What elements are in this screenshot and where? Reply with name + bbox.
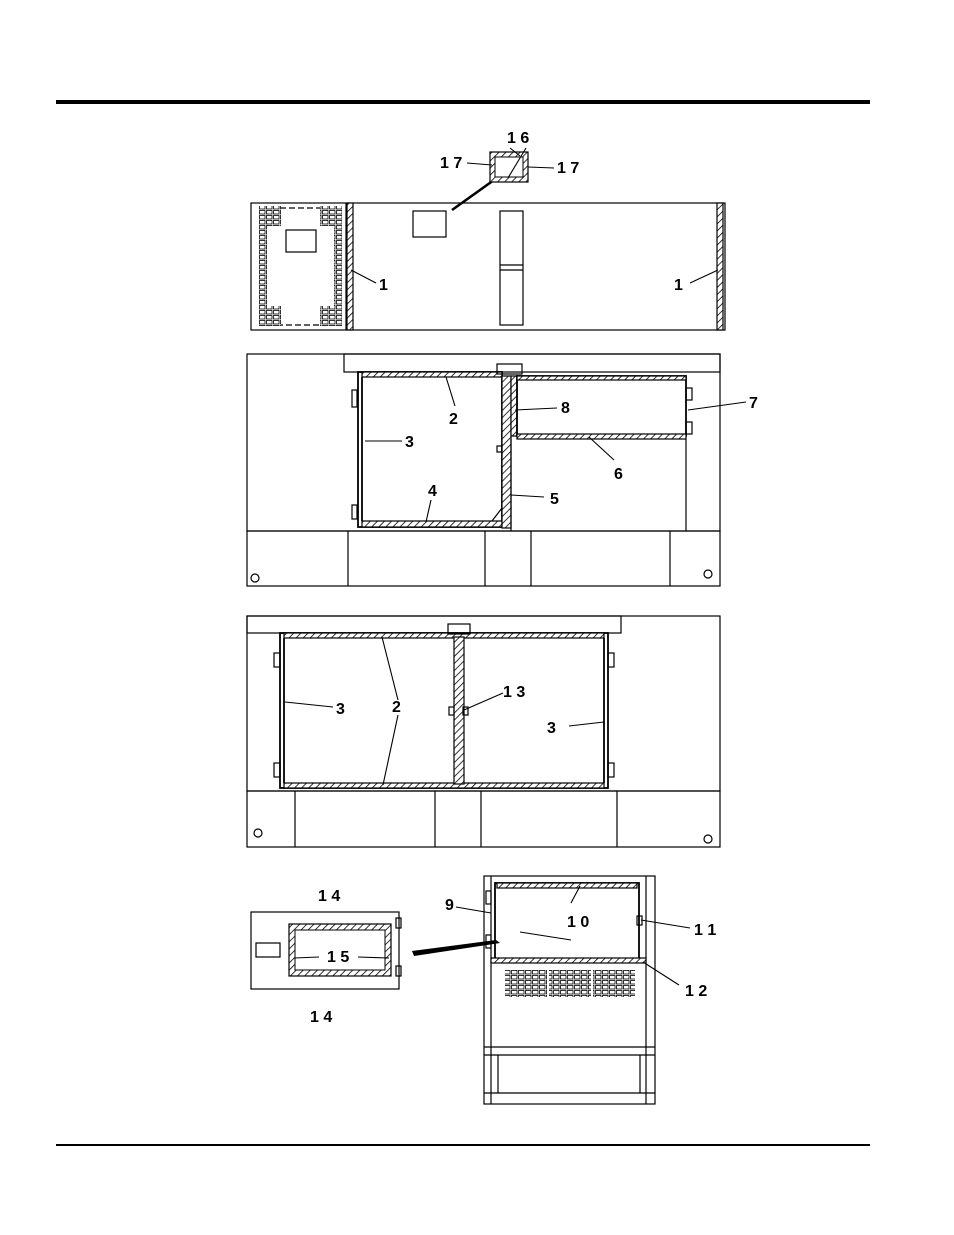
label-4: 4: [428, 483, 437, 500]
label-9: 9: [445, 897, 454, 914]
label-2-mid: 2: [449, 411, 458, 428]
callout-labels: 1 6 1 7 1 7 1 1 2 3 4 5 6 7 8 3 2 1 3 3 …: [310, 130, 758, 1026]
end-view-left: [251, 912, 500, 989]
label-5: 5: [550, 491, 559, 508]
label-2-low: 2: [392, 699, 401, 716]
label-3-mid: 3: [405, 434, 414, 451]
leader-lines: [285, 148, 746, 985]
side-view-lower: [247, 616, 720, 847]
footer-rule: [56, 1144, 870, 1146]
label-13: 1 3: [503, 684, 525, 701]
seal-strip-right: [717, 203, 723, 330]
label-15: 1 5: [327, 949, 349, 966]
end-view-right: [484, 876, 655, 1104]
label-10: 1 0: [567, 914, 589, 931]
label-3-low-left: 3: [336, 701, 345, 718]
label-14-bottom: 1 4: [310, 1009, 332, 1026]
label-17-right: 1 7: [557, 160, 579, 177]
label-12: 1 2: [685, 983, 707, 1000]
label-14-top: 1 4: [318, 888, 340, 905]
label-7: 7: [749, 395, 758, 412]
label-1-right: 1: [674, 277, 683, 294]
header-rule: [56, 100, 870, 104]
label-1-left: 1: [379, 277, 388, 294]
label-17-left: 1 7: [440, 155, 462, 172]
label-8: 8: [561, 400, 570, 417]
label-6: 6: [614, 466, 623, 483]
label-16: 1 6: [507, 130, 529, 147]
label-11: 1 1: [694, 922, 716, 939]
label-3-low-right: 3: [547, 720, 556, 737]
side-view-upper: [247, 354, 720, 586]
top-view: [251, 152, 725, 330]
seal-strip-left: [347, 203, 353, 330]
